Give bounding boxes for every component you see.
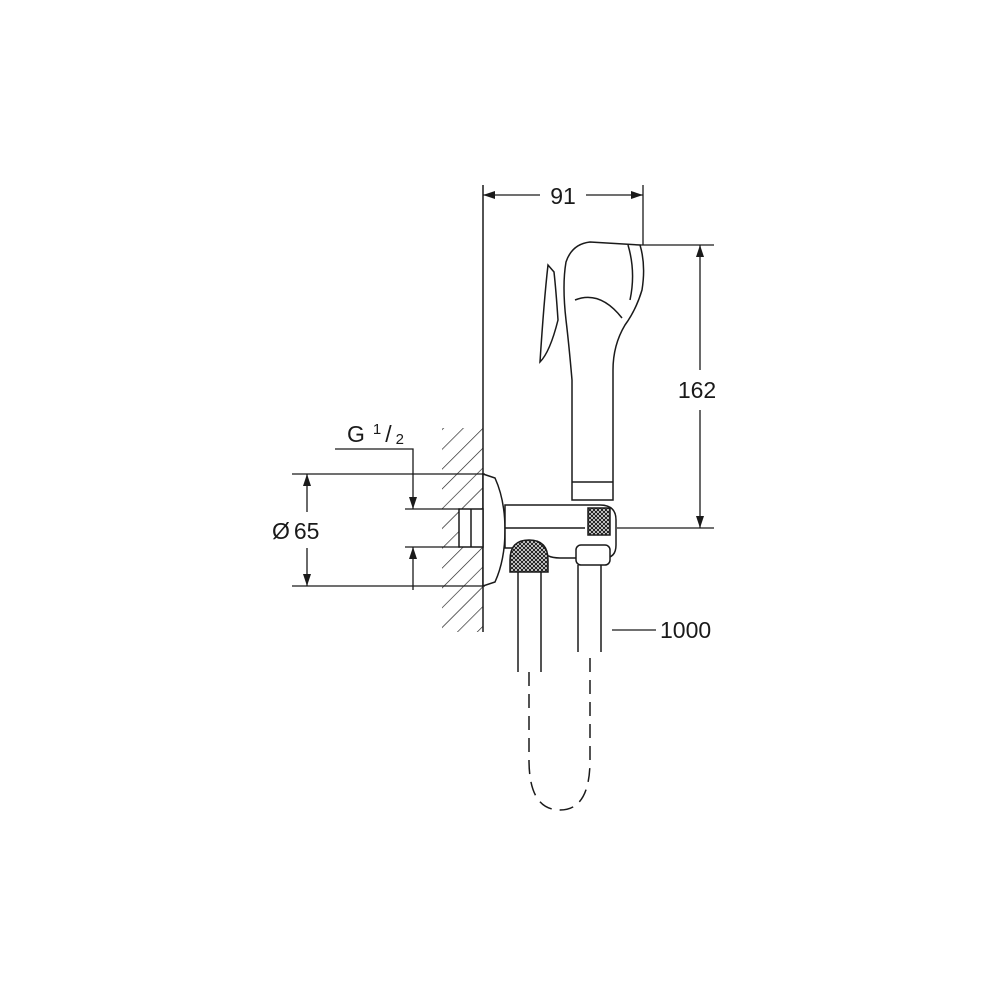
shower-grip-line [574,296,623,319]
dimension-width-label: 91 [550,183,576,209]
shower-hose [517,565,602,811]
holder-knurl [587,507,611,536]
hose-nut-right [575,544,611,566]
dimension-height-label: 162 [678,377,716,403]
thread-denominator: 2 [396,431,404,448]
dimension-diameter [292,473,485,587]
shower-face [627,244,634,301]
dimension-thread-label: G 1 / 2 [347,421,404,448]
shower-lever [539,263,559,364]
wall-flange [482,472,506,588]
thread-slash: / [385,421,392,447]
diameter-symbol: Ø [272,518,290,544]
dimension-width [483,185,644,245]
hose-loop-dashed [528,652,591,811]
shower-handle [563,241,645,501]
dimension-height [617,244,714,529]
dimension-thread [335,448,460,590]
hand-shower [539,241,645,501]
diameter-value: 65 [294,518,320,544]
hose-nut-left [509,539,549,573]
thread-prefix: G [347,421,365,447]
wall [442,185,484,632]
hose-length-label: 1000 [660,617,711,643]
wall-outlet-elbow [458,472,617,588]
thread-numerator: 1 [373,421,381,438]
